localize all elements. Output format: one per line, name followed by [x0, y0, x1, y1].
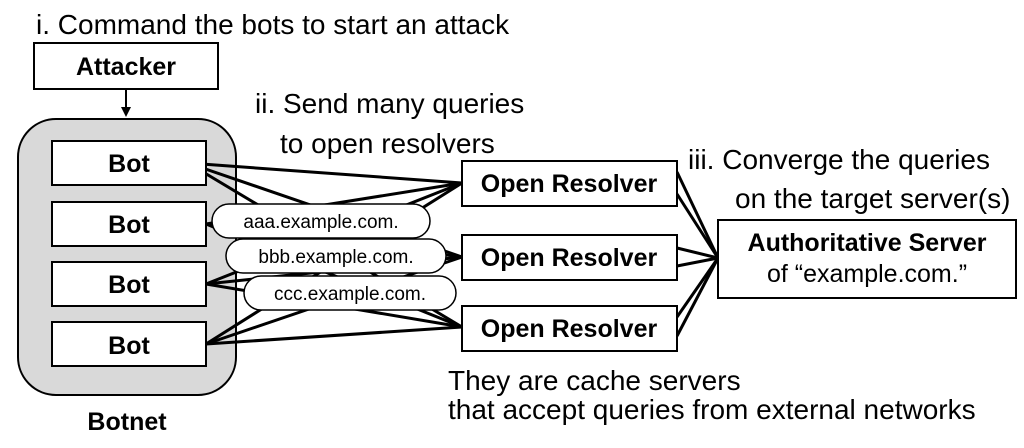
query-label-3: ccc.example.com. [274, 284, 426, 305]
authoritative-label-line1: Authoritative Server [748, 229, 987, 257]
bot-node-3: Bot [51, 261, 207, 307]
open-resolver-label-2: Open Resolver [481, 244, 658, 272]
query-label-1: aaa.example.com. [243, 212, 398, 233]
attacker-node: Attacker [33, 42, 219, 90]
step1-caption: i. Command the bots to start an attack [36, 9, 510, 40]
bot-label-2: Bot [108, 211, 150, 239]
step2-caption-line2: to open resolvers [280, 128, 495, 159]
open-resolver-1: Open Resolver [461, 160, 678, 207]
botnet-label: Botnet [87, 408, 167, 436]
bot-node-1: Bot [51, 140, 207, 186]
query-pill-3: ccc.example.com. [243, 275, 457, 311]
authoritative-server: Authoritative Server of “example.com.” [717, 219, 1017, 299]
resolver-note-line1: They are cache servers [448, 365, 741, 396]
bot-node-2: Bot [51, 201, 207, 247]
step3-caption-line2: on the target server(s) [735, 183, 1010, 214]
resolver-authoritative-links [675, 171, 720, 337]
query-label-2: bbb.example.com. [258, 247, 413, 268]
query-pill-1: aaa.example.com. [211, 203, 431, 239]
open-resolver-label-1: Open Resolver [481, 170, 658, 198]
attacker-label: Attacker [76, 53, 176, 81]
bot-label-1: Bot [108, 150, 150, 178]
query-pill-2: bbb.example.com. [225, 238, 447, 274]
step2-caption-line1: ii. Send many queries [255, 88, 524, 119]
resolver-note-line2: that accept queries from external networ… [448, 394, 976, 425]
step3-caption-line1: iii. Converge the queries [688, 144, 990, 175]
open-resolver-label-3: Open Resolver [481, 315, 658, 343]
open-resolver-2: Open Resolver [461, 234, 678, 281]
open-resolver-3: Open Resolver [461, 305, 678, 352]
bot-node-4: Bot [51, 321, 207, 367]
bot-label-3: Bot [108, 271, 150, 299]
bot-label-4: Bot [108, 332, 150, 360]
authoritative-label-line2: of “example.com.” [767, 260, 967, 288]
